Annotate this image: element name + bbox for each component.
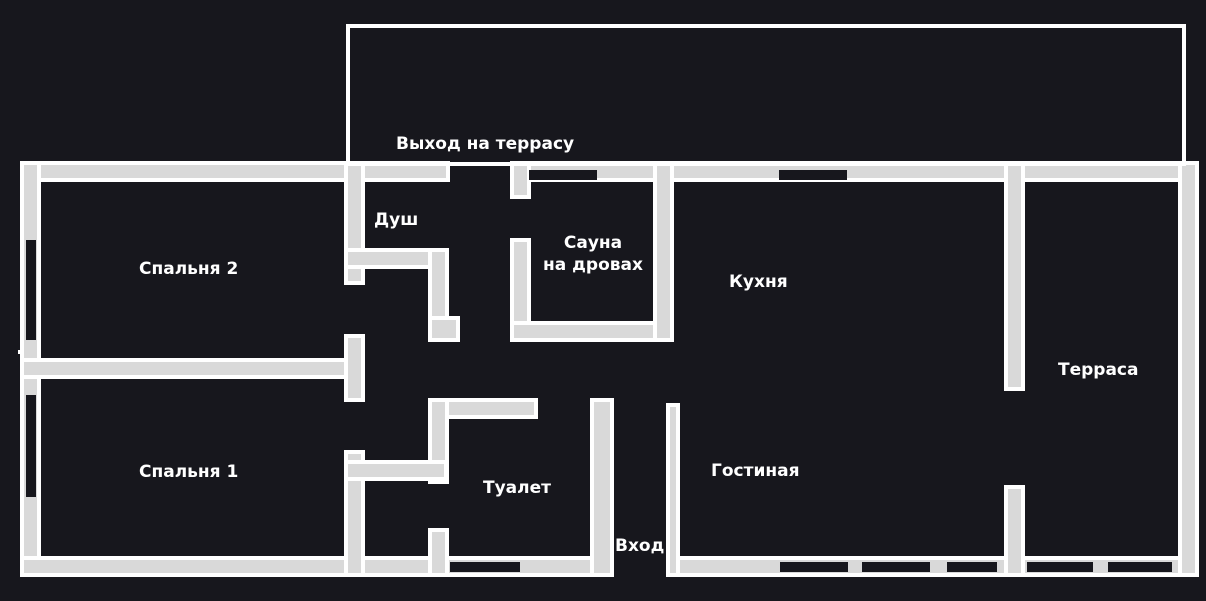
label-sauna: Сауна на дровах: [540, 232, 646, 276]
window: [780, 562, 848, 572]
label-sauna-line2: на дровах: [543, 255, 643, 275]
label-shower: Душ: [374, 210, 419, 230]
wall-segment: [20, 358, 364, 379]
label-sauna-line1: Сауна: [563, 233, 623, 253]
wall-segment: [1004, 485, 1025, 577]
wall-segment: [344, 450, 365, 577]
wall-segment: [510, 321, 674, 342]
wall-segment: [1004, 161, 1025, 391]
wall-segment: [428, 316, 460, 342]
label-living: Гостиная: [711, 461, 800, 481]
window: [1108, 562, 1172, 572]
window: [779, 170, 847, 180]
wall-segment: [344, 334, 365, 402]
wall-segment: [510, 161, 531, 199]
wall-segment: [1178, 161, 1199, 577]
edge-tick: [18, 350, 22, 354]
windows: [26, 170, 1172, 572]
label-entrance: Вход: [615, 536, 665, 556]
outline-lines: [18, 24, 1186, 354]
window: [26, 395, 36, 497]
window: [26, 240, 36, 340]
label-bedroom-2: Спальня 2: [139, 259, 239, 279]
window: [1027, 562, 1093, 572]
walls: [20, 161, 1199, 577]
wall-segment: [653, 161, 674, 342]
window: [947, 562, 997, 572]
window: [862, 562, 930, 572]
wall-segment: [20, 556, 614, 577]
label-terrace: Терраса: [1058, 360, 1139, 380]
window: [450, 562, 520, 572]
wall-segment: [428, 528, 449, 577]
wall-segment: [344, 248, 443, 269]
terrace-outline: [346, 24, 1186, 166]
wall-segment: [590, 398, 614, 577]
wall-segment: [666, 403, 680, 577]
label-kitchen: Кухня: [729, 272, 788, 292]
label-toilet: Туалет: [483, 478, 551, 498]
label-exit-terrace: Выход на террасу: [396, 134, 575, 154]
label-bedroom-1: Спальня 1: [139, 462, 239, 482]
window: [529, 170, 597, 180]
wall-segment: [344, 460, 448, 481]
